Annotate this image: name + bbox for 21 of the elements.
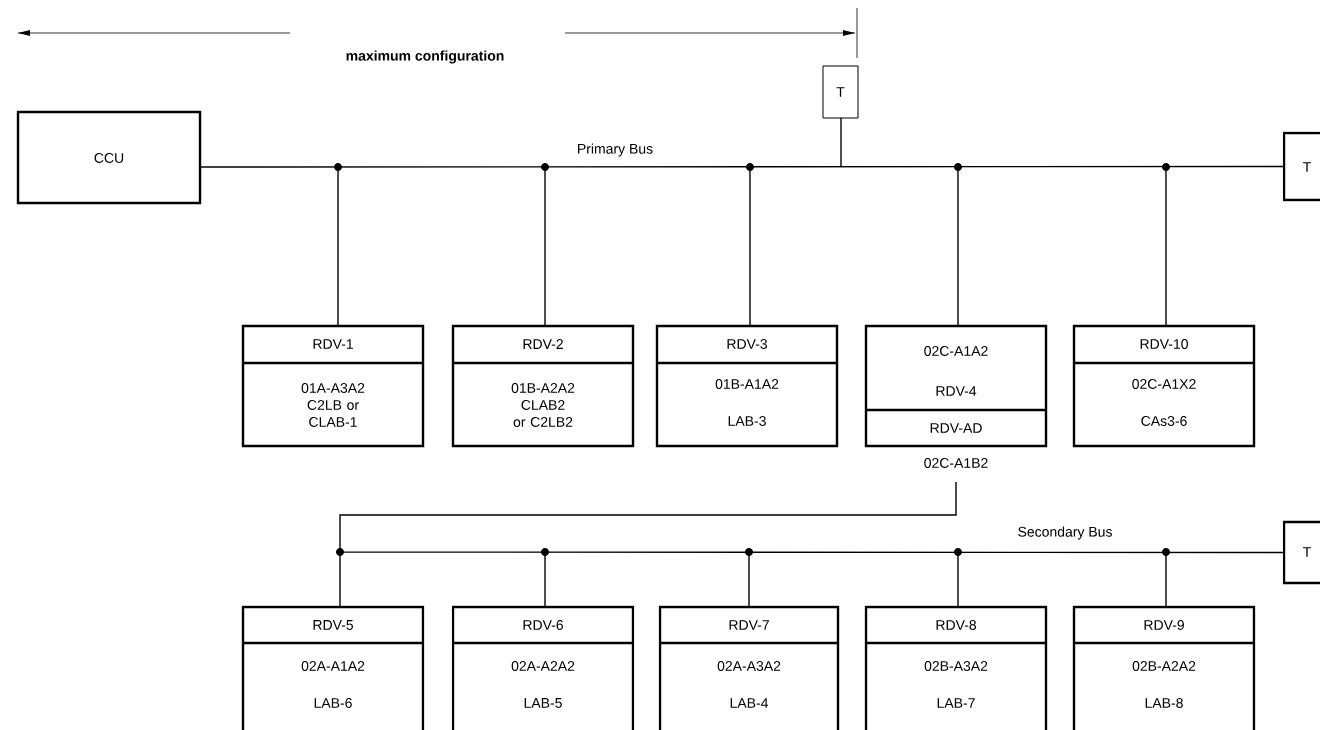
- device-box: RDV-6 02A-A2A2 LAB-5: [451, 605, 635, 730]
- device-box: RDV-5 02A-A1A2 LAB-6: [241, 605, 425, 730]
- device-box: RDV-1 01A-A3A2 C2LB or CLAB-1: [241, 324, 425, 448]
- device-box: RDV-8 02B-A3A2 LAB-7: [864, 605, 1048, 730]
- part-label: 02C-A1B2: [924, 458, 988, 468]
- title-text: maximum configuration: [346, 50, 504, 64]
- bus-line: [840, 117, 842, 168]
- device-box: RDV-9 02B-A2A2 LAB-8: [1072, 605, 1256, 730]
- terminator-box: T: [1282, 131, 1320, 202]
- device-box: RDV-7 02A-A3A2 LAB-4: [658, 605, 840, 730]
- device-box: RDV-2 01B-A2A2 CLAB2 or C2LB2: [451, 324, 635, 448]
- bus-label: Primary Bus: [578, 143, 653, 157]
- device-box: 02C-A1A2 RDV-4 RDV-AD: [864, 324, 1048, 448]
- terminator-box: T: [822, 65, 859, 119]
- device-box: RDV-10 02C-A1X2 CAs3-6: [1072, 324, 1256, 448]
- unit-box: CCU: [16, 110, 202, 205]
- bus-line: [199, 165, 1285, 168]
- terminator-box: T: [1282, 520, 1320, 585]
- bus-line: [339, 481, 1285, 554]
- bus-label: Secondary Bus: [1018, 526, 1112, 540]
- device-box: RDV-3 01B-A1A2 LAB-3: [655, 324, 839, 448]
